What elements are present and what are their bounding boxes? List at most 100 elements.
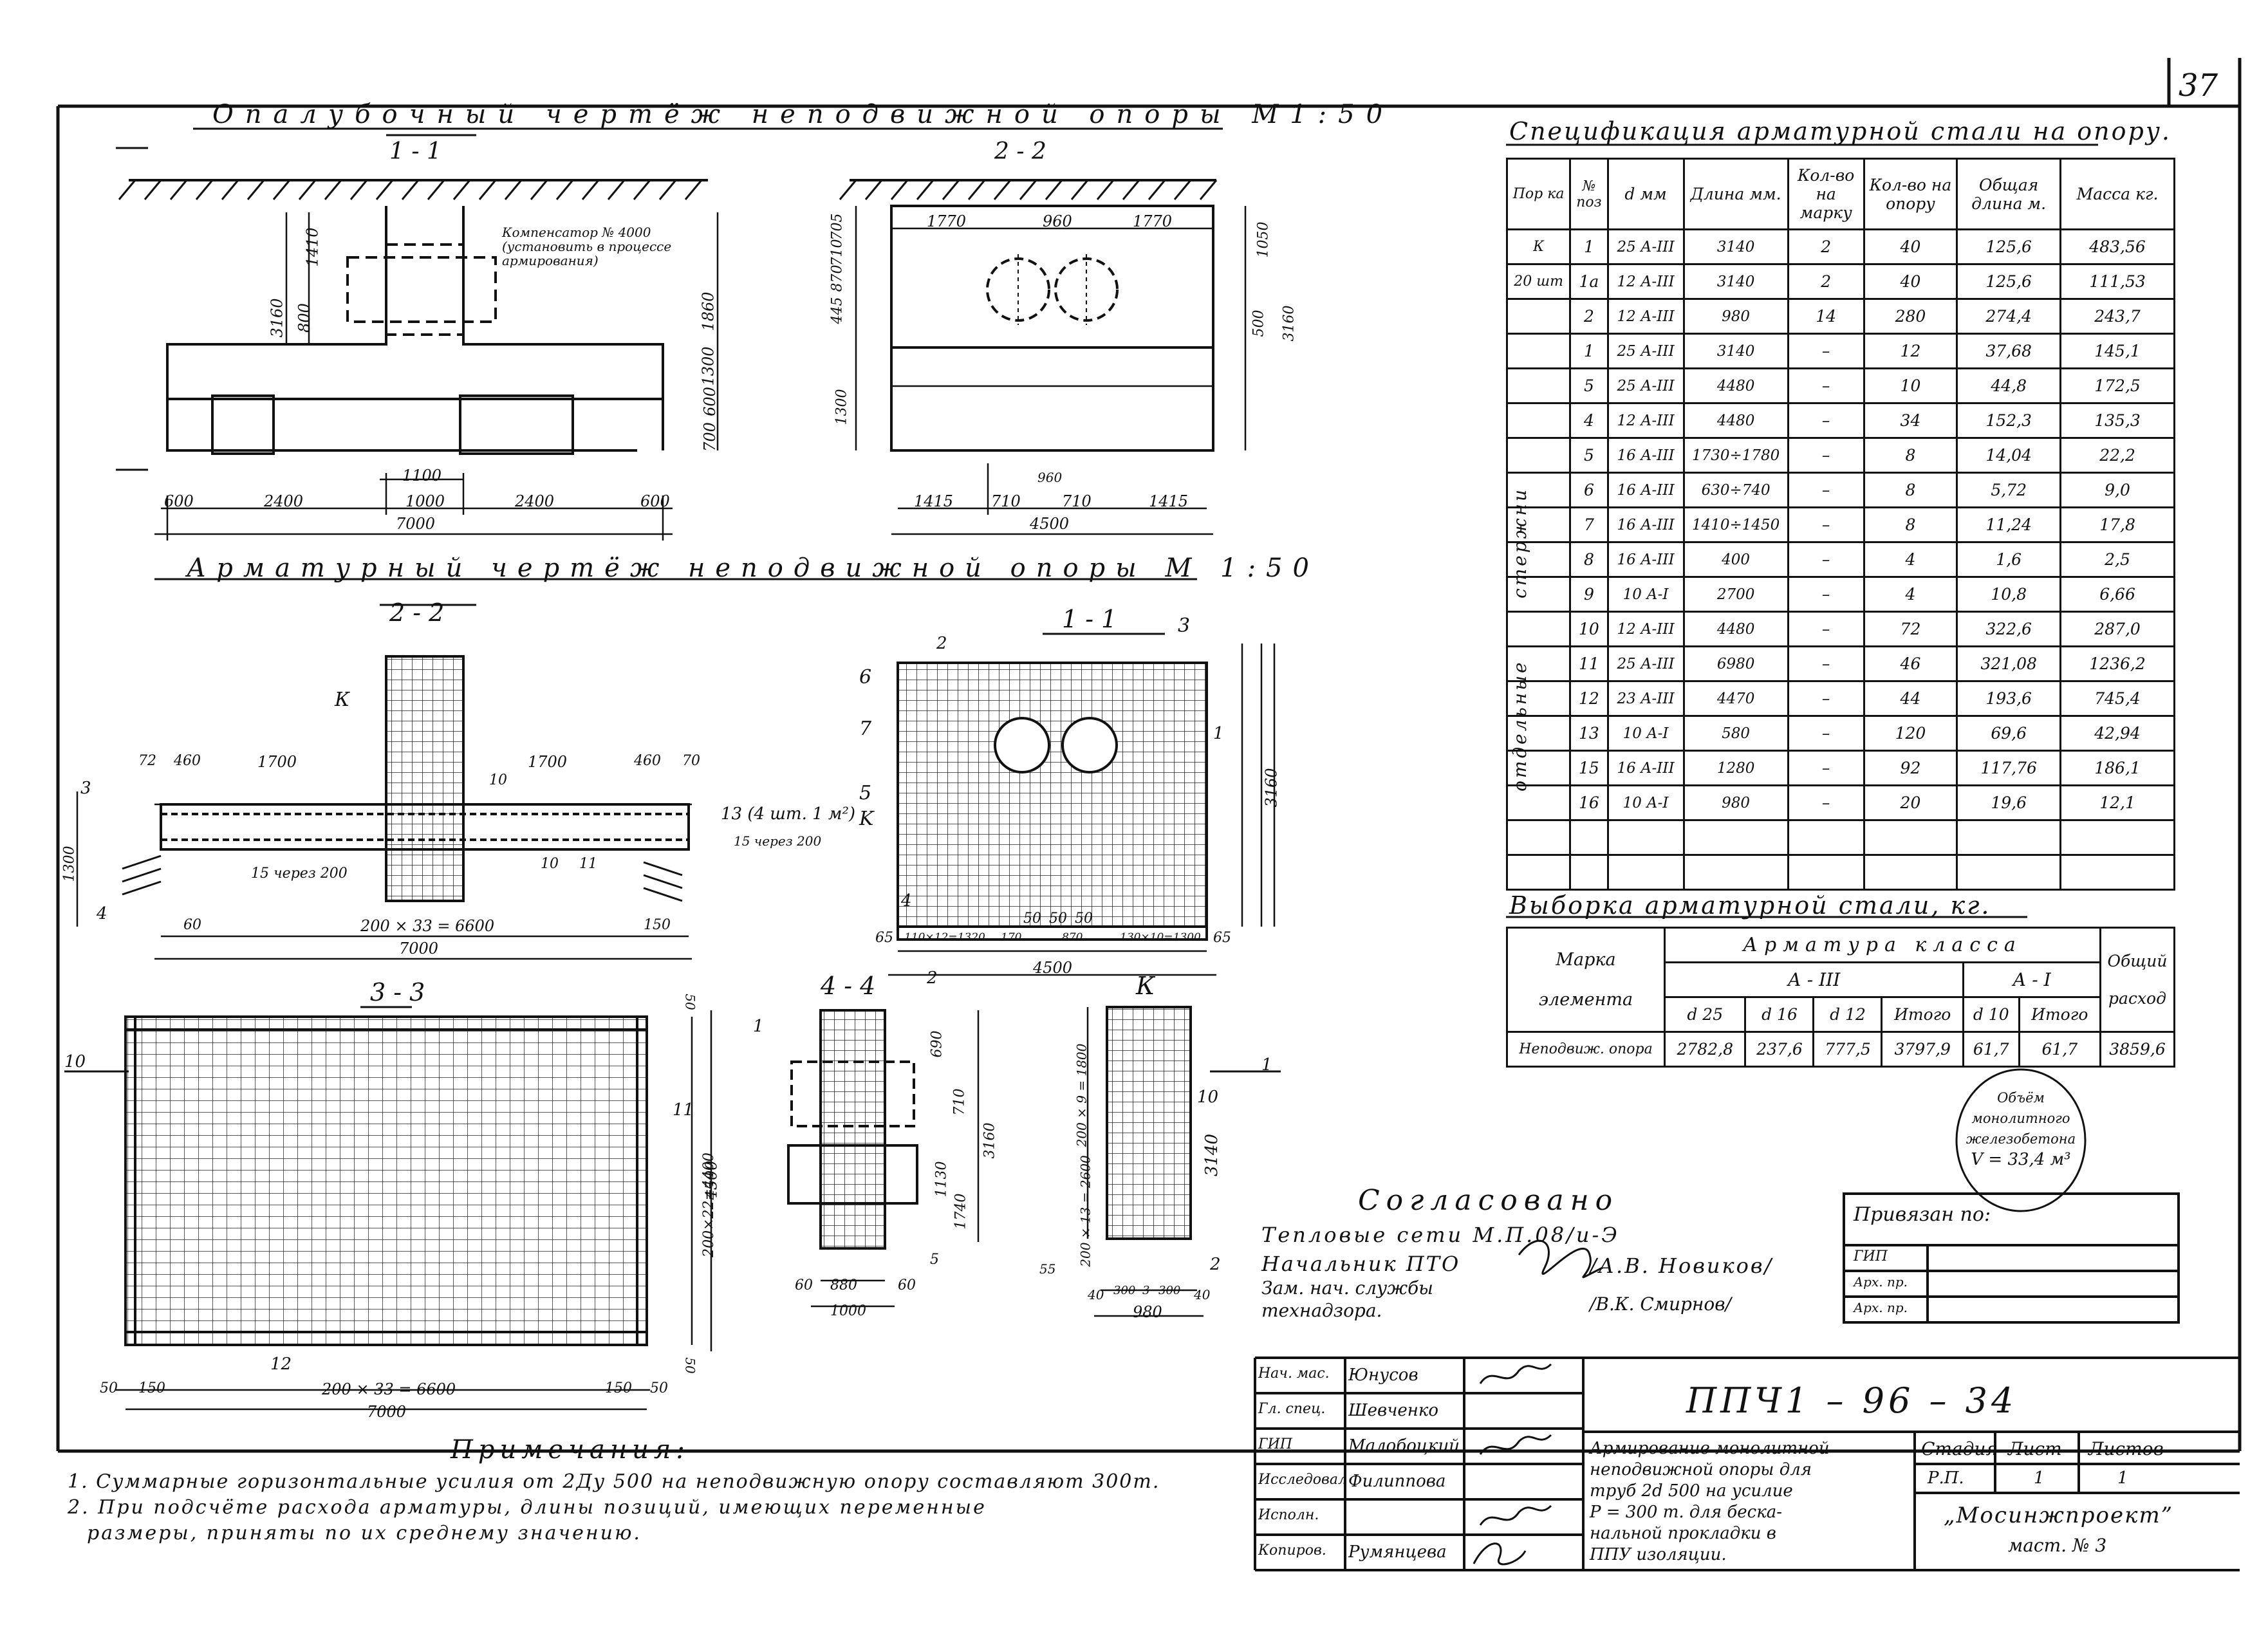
spec-cell: 17,8 — [2059, 506, 2175, 543]
formwork-title: Опалубочный чертёж неподвижной опоры М1:… — [212, 100, 1395, 129]
stage-value: Р.П. — [1928, 1468, 1964, 1488]
spec-cell — [1787, 819, 1865, 856]
title-block-role: Нач. мас. — [1258, 1366, 1330, 1382]
spec-group-cell — [1505, 784, 1572, 821]
spec-cell: 1 — [1569, 333, 1609, 369]
spec-group-cell — [1505, 333, 1572, 369]
spec-cell: 4 — [1863, 576, 1958, 613]
dim: 7000 — [396, 515, 436, 533]
title-block-role: ГИП — [1258, 1436, 1292, 1452]
dim: 1860 — [699, 292, 718, 331]
selection-a1-header: А - I — [1962, 961, 2102, 998]
spec-cell: 287,0 — [2059, 611, 2175, 647]
label: 50 — [1023, 911, 1041, 927]
label: 300 — [1158, 1284, 1181, 1297]
label: 690 — [929, 1030, 945, 1058]
title-block-name: Филиппова — [1348, 1472, 1446, 1491]
label: 5 — [930, 1252, 939, 1268]
label: 460 — [634, 753, 661, 769]
spec-cell: 11 — [1569, 645, 1609, 682]
selection-cell: 3859,6 — [2099, 1031, 2175, 1068]
label: 50 — [650, 1380, 668, 1396]
spec-cell: 12 А-III — [1606, 298, 1685, 335]
formwork-sec22-title: 2 - 2 — [994, 138, 1046, 165]
label: 1700 — [528, 753, 568, 771]
spec-cell: 7 — [1569, 506, 1609, 543]
spec-cell: 10 А-I — [1606, 576, 1685, 613]
spec-cell: 135,3 — [2059, 402, 2175, 439]
spec-cell: 40 — [1863, 263, 1958, 300]
spec-cell: 6 — [1569, 472, 1609, 508]
spec-cell: 145,1 — [2059, 333, 2175, 369]
label: 1 — [753, 1017, 764, 1036]
label: 3160 — [981, 1122, 998, 1159]
spec-cell: 1280 — [1682, 750, 1789, 786]
label: 1 — [1261, 1055, 1272, 1075]
selection-cell: Неподвиж. опора — [1506, 1031, 1666, 1068]
spec-cell: 46 — [1863, 645, 1958, 682]
label: 150 — [138, 1380, 165, 1396]
spec-header-cell: Длина мм. — [1682, 158, 1789, 230]
spec-group-cell: 20 шт — [1505, 263, 1572, 300]
spec-cell: 11,24 — [1956, 506, 2062, 543]
selection-sub-header: d 16 — [1744, 996, 1815, 1033]
page-number: 37 — [2179, 68, 2218, 104]
dim: 600 — [640, 492, 670, 510]
spec-cell: – — [1787, 506, 1865, 543]
spec-cell — [1682, 819, 1789, 856]
spec-cell: 5 — [1569, 437, 1609, 474]
sheet-frame — [56, 58, 2242, 1453]
spec-cell: 10,8 — [1956, 576, 2062, 613]
spec-group-cell — [1505, 472, 1572, 508]
label: 7000 — [399, 940, 439, 958]
spec-cell: 1,6 — [1956, 541, 2062, 578]
label: 5 — [859, 782, 872, 804]
dim: 1300 — [699, 346, 718, 386]
spec-cell: 1 — [1569, 228, 1609, 265]
label: 50 — [682, 1357, 698, 1374]
dim: 710 — [1062, 492, 1092, 510]
label: 4 — [901, 891, 912, 911]
spec-cell: 630÷740 — [1682, 472, 1789, 508]
spec-cell: 16 — [1569, 784, 1609, 821]
spec-cell: 10 А-I — [1606, 784, 1685, 821]
signature-2 — [1479, 1434, 1552, 1455]
dim: 700 — [700, 422, 719, 452]
spec-cell: 12 — [1569, 680, 1609, 717]
label: 13 (4 шт. 1 м²) — [721, 804, 856, 824]
label: 870 — [1062, 931, 1083, 944]
label: 200 × 33 = 6600 — [322, 1380, 456, 1398]
label: 11 — [673, 1100, 694, 1120]
spec-cell: 6980 — [1682, 645, 1789, 682]
rebar-sec22-title: 2 - 2 — [389, 598, 445, 627]
approval-role: Начальник ПТО — [1261, 1252, 1461, 1276]
label: 40 — [1194, 1287, 1211, 1302]
dim: 960 — [1043, 212, 1072, 230]
title-block-name: Шевченко — [1348, 1401, 1439, 1420]
spec-cell: 4480 — [1682, 611, 1789, 647]
label: 150 — [605, 1380, 632, 1396]
spec-cell — [1606, 819, 1685, 856]
formwork-section-2-2 — [839, 179, 1247, 535]
spec-cell: 125,6 — [1956, 228, 2062, 265]
spec-cell — [1682, 854, 1789, 891]
spec-cell: 8 — [1863, 506, 1958, 543]
spec-cell: 14 — [1787, 298, 1865, 335]
spec-header-cell: d мм — [1606, 158, 1685, 230]
spec-cell: – — [1787, 715, 1865, 752]
spec-group-cell — [1505, 298, 1572, 335]
spec-cell: 22,2 — [2059, 437, 2175, 474]
dim: 710 — [991, 492, 1021, 510]
rebar-sec33-title: 3 - 3 — [370, 978, 425, 1006]
spec-cell: 280 — [1863, 298, 1958, 335]
spec-cell: 25 А-III — [1606, 228, 1685, 265]
label: 72 — [138, 753, 156, 769]
